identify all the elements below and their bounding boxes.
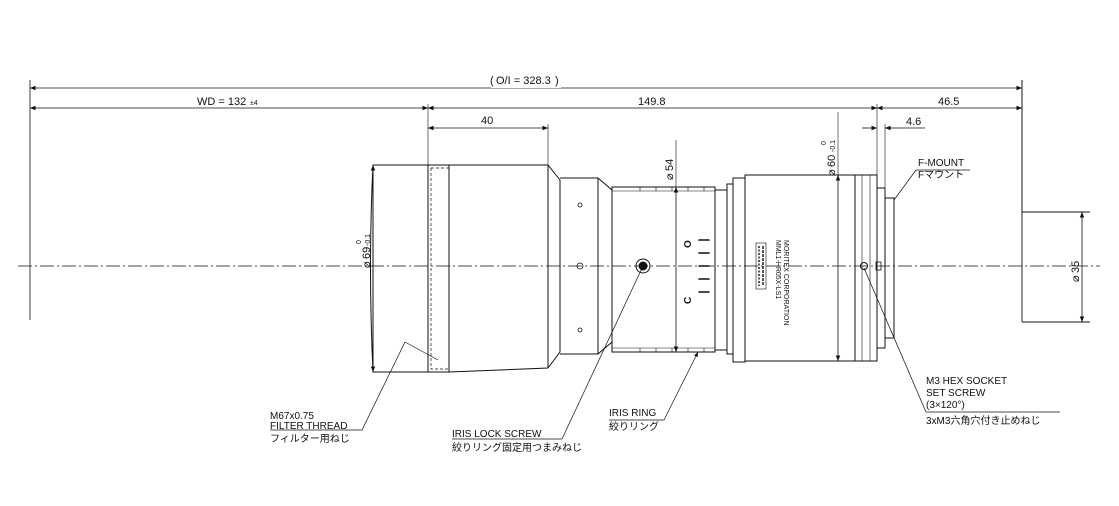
iris-scale-marks bbox=[698, 239, 710, 293]
hex-screw-callout: M3 HEX SOCKET SET SCREW (3×120°) 3xM3六角穴… bbox=[863, 267, 1060, 427]
hex-screw-label4: 3xM3六角穴付き止めねじ bbox=[926, 414, 1040, 427]
dim-dia-object-label: 35 bbox=[1070, 261, 1082, 273]
dim-dia-iris-symbol: ⌀ bbox=[664, 173, 676, 180]
hex-screw-label2: SET SCREW bbox=[926, 388, 986, 399]
image-field-box bbox=[1021, 80, 1090, 323]
fmount-label-jp: Fマウント bbox=[918, 169, 964, 181]
dim-wd-tolerance: ±4 bbox=[250, 100, 258, 107]
dim-dia-front-label: 69 bbox=[361, 247, 373, 259]
dim-dia-object-symbol: ⌀ bbox=[1070, 275, 1082, 282]
dim-dia-rear-tol-lo: -0.1 bbox=[830, 140, 837, 152]
dim-oi-paren-close: ) bbox=[555, 75, 559, 87]
iris-ring-label2: 絞りリング bbox=[609, 420, 659, 433]
dim-dia-front-tol-up: 0 bbox=[356, 240, 363, 244]
iris-close-mark: C bbox=[683, 297, 694, 304]
filter-thread-label2: FILTER THREAD bbox=[270, 421, 347, 432]
filter-thread-label3: フィルター用ねじ bbox=[270, 433, 350, 445]
filter-thread-label1: M67x0.75 bbox=[270, 411, 314, 422]
iris-lock-label1: IRIS LOCK SCREW bbox=[452, 429, 542, 440]
hex-screw-label1: M3 HEX SOCKET bbox=[926, 376, 1007, 387]
extension-lines bbox=[427, 80, 1023, 212]
iris-lock-label2: 絞りリング固定用つまみねじ bbox=[452, 441, 582, 454]
dim-dia-front-tol-lo: -0.1 bbox=[365, 234, 372, 246]
dim-dia-front-symbol: ⌀ bbox=[361, 261, 373, 268]
iris-open-mark: O bbox=[683, 240, 694, 248]
neck-holes bbox=[576, 202, 584, 333]
lens-body bbox=[370, 164, 895, 373]
dim-front-label: 40 bbox=[481, 115, 493, 127]
dim-mount-label: 46.5 bbox=[938, 96, 959, 108]
filter-thread-callout: M67x0.75 FILTER THREAD フィルター用ねじ bbox=[270, 341, 439, 445]
dim-body-label: 149.8 bbox=[638, 96, 666, 108]
fmount-label: F-MOUNT bbox=[918, 158, 964, 169]
iris-ring-callout: IRIS RING 絞りリング bbox=[609, 351, 699, 433]
dim-dia-rear-symbol: ⌀ bbox=[826, 169, 838, 176]
engraving-block: MML1-HR05X-LS1 MORITEX CORPORATION bbox=[755, 240, 789, 325]
dim-wd-label: WD = 132 bbox=[197, 96, 246, 108]
dim-oi-label: O/I = 328.3 bbox=[496, 75, 551, 87]
iris-ring-knurl bbox=[639, 187, 705, 352]
fmount-callout: F-MOUNT Fマウント bbox=[893, 158, 970, 201]
engraving-line1: MML1-HR05X-LS1 bbox=[774, 240, 781, 299]
dim-dia-rear-label: 60 bbox=[826, 155, 838, 167]
dim-dia-iris-group: ⌀ 54 bbox=[664, 159, 676, 180]
hex-screw-label3: (3×120°) bbox=[926, 400, 965, 411]
dim-dia-object-group: ⌀ 35 bbox=[1070, 261, 1082, 282]
dim-oi-paren-open: ( bbox=[490, 75, 494, 87]
dim-dia-rear-tol-up: 0 bbox=[821, 141, 828, 145]
iris-ring-label1: IRIS RING bbox=[609, 408, 656, 419]
dim-dia-rear-group: ⌀ 60 0 -0.1 bbox=[821, 140, 838, 176]
dim-dia-front-group: ⌀ 69 0 -0.1 bbox=[356, 234, 373, 268]
hex-set-screw bbox=[860, 261, 882, 271]
engraving-line2: MORITEX CORPORATION bbox=[782, 240, 789, 325]
dim-dia-iris-label: 54 bbox=[664, 159, 676, 171]
dim-flange-label: 4.6 bbox=[906, 116, 921, 128]
iris-lock-callout: IRIS LOCK SCREW 絞りリング固定用つまみねじ bbox=[452, 265, 644, 454]
